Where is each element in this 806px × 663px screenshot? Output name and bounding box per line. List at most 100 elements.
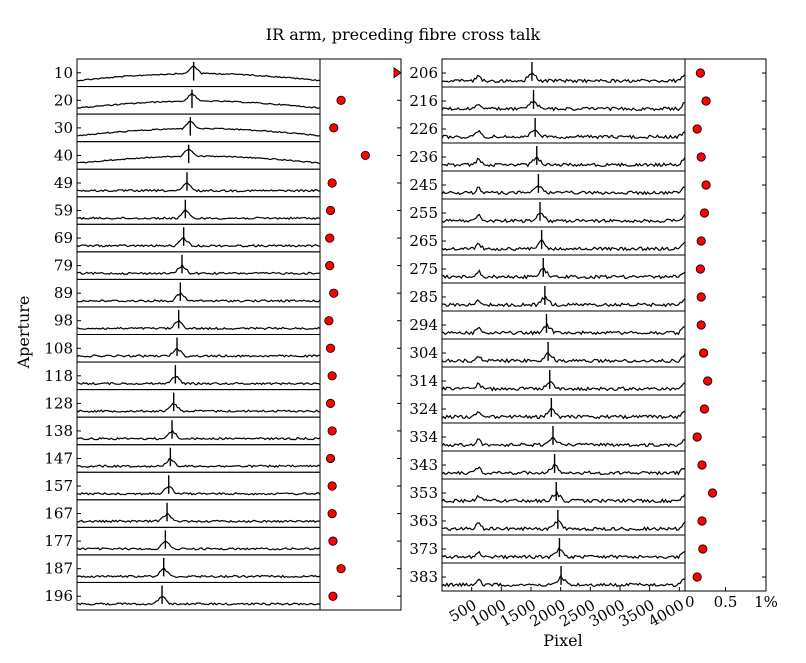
spectrum-line: [441, 129, 686, 140]
spectrum-frame: [76, 416, 321, 446]
crosstalk-marker: [328, 536, 338, 546]
spectrum-line: [76, 319, 321, 331]
crosstalk-marker: [327, 371, 337, 381]
spectrum-frame: [76, 86, 321, 115]
crosstalk-marker: [325, 233, 335, 243]
crosstalk-marker: [701, 180, 711, 190]
crosstalk-tick-label: 0.5: [714, 593, 738, 611]
aperture-label: 343: [409, 456, 438, 474]
spectrum-frame: [76, 526, 321, 556]
aperture-label: 304: [409, 344, 438, 362]
spectrum-line: [441, 547, 686, 560]
aperture-label: 128: [44, 394, 73, 412]
crosstalk-marker: [701, 96, 711, 106]
crosstalk-marker: [327, 481, 337, 491]
spectrum-frame: [76, 554, 321, 583]
crosstalk-marker: [325, 343, 336, 353]
spectrum-frame: [441, 282, 686, 312]
aperture-label: 20: [54, 91, 73, 109]
spectrum-line: [441, 267, 686, 280]
spectrum-line: [76, 92, 321, 109]
crosstalk-marker: [325, 453, 336, 464]
aperture-label: 334: [409, 428, 438, 446]
crosstalk-marker: [696, 292, 706, 302]
crosstalk-marker: [696, 152, 706, 162]
spectrum-line: [76, 208, 321, 221]
crosstalk-marker: [699, 404, 710, 414]
aperture-label: 30: [54, 119, 73, 137]
spectrum-line: [441, 156, 686, 168]
y-axis-label: Aperture: [14, 296, 33, 370]
spectrum-frame: [76, 581, 321, 611]
spectrum-frame: [441, 254, 686, 284]
spectrum-frame: [441, 58, 686, 88]
spectrum-line: [76, 567, 321, 579]
spectrum-line: [441, 239, 686, 252]
aperture-label: 226: [409, 120, 438, 138]
aperture-label: 216: [409, 92, 438, 110]
crosstalk-marker: [324, 316, 334, 326]
aperture-label: 187: [44, 560, 73, 578]
spectrum-frame: [441, 226, 686, 256]
spectrum-frame: [441, 506, 686, 536]
aperture-label: 98: [54, 312, 73, 330]
spectrum-line: [441, 185, 686, 196]
crosstalk-marker: [699, 208, 710, 218]
spectrum-frame: [441, 394, 686, 424]
crosstalk-marker: [698, 544, 708, 554]
crosstalk-marker: [697, 516, 707, 526]
crosstalk-frame: [319, 58, 402, 611]
spectrum-line: [441, 100, 685, 112]
spectrum-frame: [76, 58, 321, 88]
spectrum-frame: [76, 306, 321, 336]
crosstalk-marker: [692, 432, 702, 442]
crosstalk-marker: [696, 320, 706, 330]
aperture-label: 383: [409, 568, 438, 586]
crosstalk-marker: [703, 376, 713, 386]
spectrum-line: [441, 490, 686, 504]
crosstalk-marker: [327, 178, 337, 188]
spectrum-line: [441, 380, 686, 392]
spectrum-line: [441, 72, 686, 84]
crosstalk-marker: [697, 460, 707, 470]
aperture-label: 285: [409, 288, 438, 306]
spectrum-frame: [76, 168, 321, 198]
x-axis-label: Pixel: [543, 631, 583, 650]
aperture-label: 196: [44, 587, 73, 605]
aperture-label: 49: [54, 174, 73, 192]
crosstalk-marker: [707, 488, 718, 498]
spectrum-line: [441, 575, 686, 588]
crosstalk-marker: [327, 426, 337, 436]
aperture-label: 118: [44, 367, 73, 385]
aperture-label: 314: [409, 372, 438, 390]
spectrum-frame: [76, 334, 321, 363]
plot-area: 1020304049596979899810811812813814715716…: [44, 58, 778, 631]
spectrum-line: [76, 485, 321, 496]
spectrum-line: [76, 429, 321, 441]
aperture-label: 10: [54, 64, 73, 82]
spectrum-frame: [76, 141, 321, 170]
spectrum-frame: [441, 422, 686, 452]
crosstalk-marker: [329, 288, 339, 298]
spectrum-line: [76, 236, 321, 248]
crosstalk-tick-label: 0: [685, 593, 695, 611]
aperture-label: 294: [409, 316, 438, 334]
spectrum-frame: [76, 389, 321, 418]
aperture-label: 40: [54, 146, 73, 164]
aperture-label: 59: [54, 202, 73, 220]
spectrum-frame: [441, 562, 686, 592]
aperture-label: 324: [409, 400, 438, 418]
spectrum-line: [441, 436, 686, 448]
spectrum-frame: [441, 198, 686, 228]
crosstalk-marker: [328, 591, 338, 601]
crosstalk-marker: [699, 348, 709, 358]
spectrum-frame: [76, 471, 321, 501]
chart-title: IR arm, preceding fibre cross talk: [266, 25, 541, 44]
crosstalk-marker: [692, 572, 702, 582]
spectrum-line: [76, 402, 321, 413]
aperture-label: 108: [44, 339, 73, 357]
crosstalk-marker: [325, 398, 336, 408]
spectrum-line: [76, 375, 321, 386]
aperture-label: 89: [54, 284, 73, 302]
